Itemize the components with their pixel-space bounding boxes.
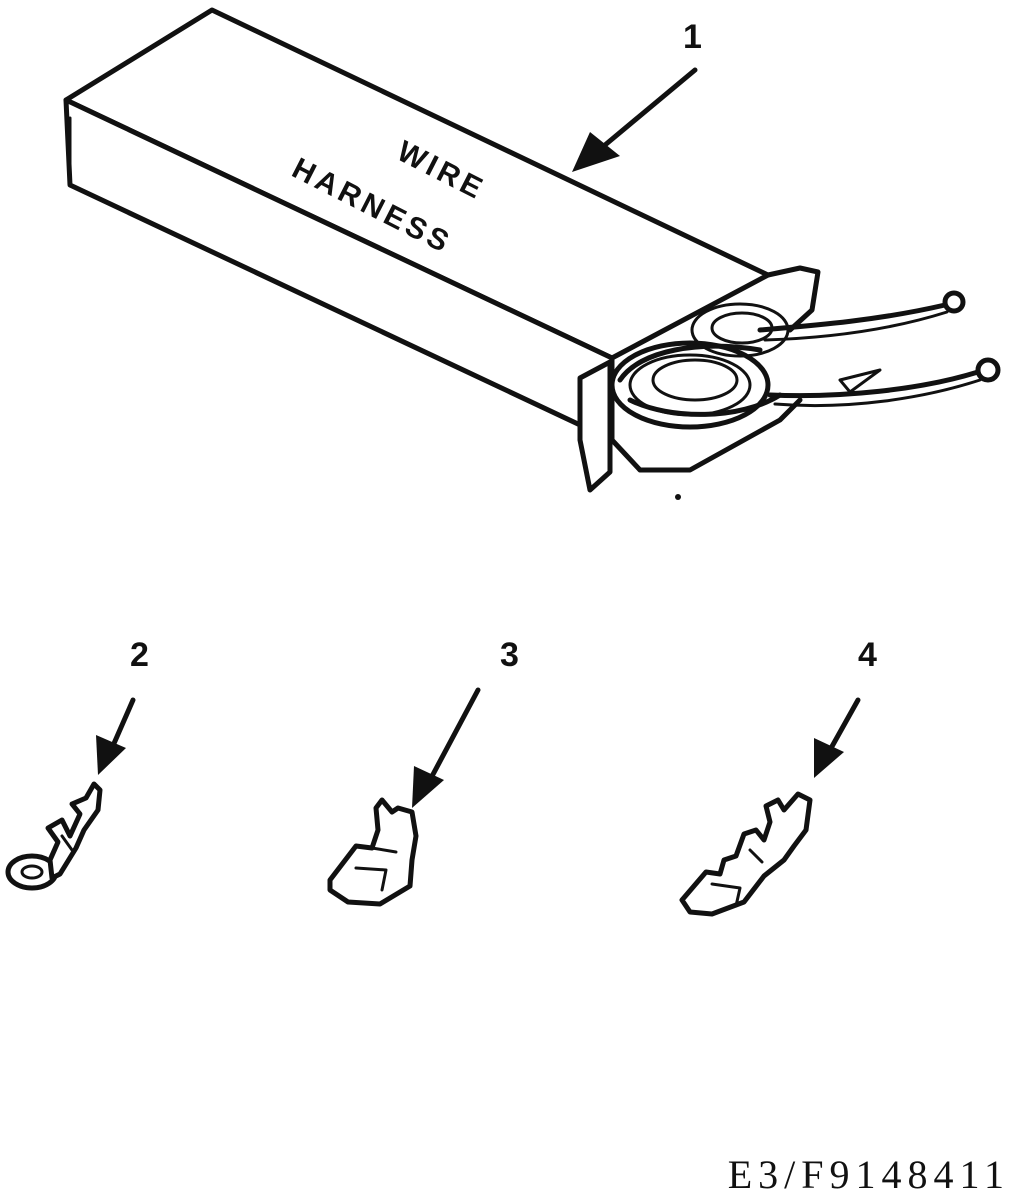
callout-4-number: 4 [858,636,877,674]
callout-2-number: 2 [130,636,149,674]
callout-1-number: 1 [683,18,702,56]
callout-3: 3 [412,636,519,808]
callout-1-arrowhead [572,132,620,172]
callout-3-number: 3 [500,636,519,674]
ring-terminal [5,781,103,891]
callout-4: 4 [814,636,877,778]
callout-1: 1 [572,18,702,172]
spade-terminal [327,797,419,907]
figure-id: E3/F9148411 [728,1152,1010,1197]
callout-4-arrowhead [814,738,844,778]
wire-harness-box: WIRE HARNESS [63,7,1001,500]
callout-3-arrowhead [412,766,444,808]
callout-2: 2 [96,636,149,775]
callout-2-arrowhead [96,735,126,775]
quick-connect-terminal [679,791,813,917]
